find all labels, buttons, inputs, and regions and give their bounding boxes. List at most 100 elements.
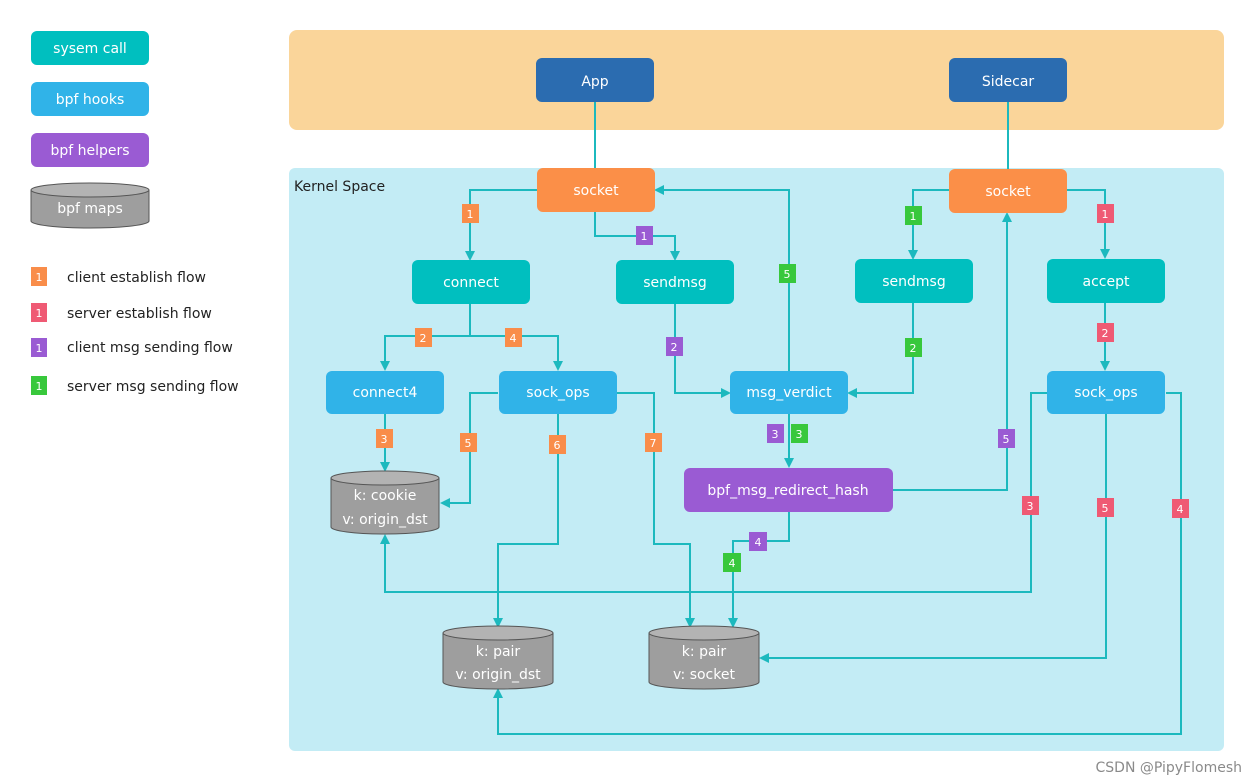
legend-flow-client-establish-badge: [31, 267, 47, 286]
legend-flow-client-establish-label: client establish flow: [67, 270, 206, 286]
app-socket-label: socket: [573, 183, 619, 199]
edge-serversockops-pairdst: [493, 392, 1182, 735]
connect4-box: [326, 371, 444, 414]
bpf-msg-redirect-hash-box: [684, 468, 893, 512]
legend-flow-server-msg-label: server msg sending flow: [67, 379, 239, 395]
legend-flow-server-msg-badge: [31, 376, 47, 395]
edge-sidecarsocket-sendmsg: [908, 189, 950, 260]
edge-serversockops-pairsocket: [759, 414, 1107, 663]
legend-hook-swatch: [31, 82, 149, 116]
connect-box: [412, 260, 530, 304]
edge-sockops-pairsocket: [617, 392, 695, 628]
client-sockops-label: sock_ops: [526, 385, 589, 401]
edge-connect-sockops: [470, 335, 563, 371]
edge-sendmsg-verdict: [674, 304, 731, 398]
client-sendmsg-box: [616, 260, 734, 304]
badge-server-msg-5: 5: [784, 268, 791, 281]
badge-server-msg-3: 3: [796, 428, 803, 441]
sidecar-label: Sidecar: [982, 74, 1035, 90]
kernel-space-region: [289, 168, 1224, 751]
user-space-region: [289, 30, 1224, 130]
map-pair-dst: k: pair v: origin_dst: [442, 625, 554, 690]
badge-client-msg-5: 5: [1003, 433, 1010, 446]
legend-flow-client-msg-num: 1: [36, 342, 43, 355]
badge-client-establish-4: 4: [510, 332, 517, 345]
legend-flows: 1 client establish flow 1 server establi…: [31, 267, 239, 395]
sidecar-socket-box: [949, 169, 1067, 213]
legend-syscall-label: sysem call: [53, 41, 127, 57]
map-pair-dst-value: v: origin_dst: [455, 667, 541, 683]
legend-helper-swatch: [31, 133, 149, 167]
badge-client-establish-3: 3: [381, 433, 388, 446]
badge-server-msg-1: 1: [910, 210, 917, 223]
legend-map-label: bpf maps: [57, 201, 123, 217]
sidecar-box: [949, 58, 1067, 102]
badge-client-msg-2: 2: [671, 341, 678, 354]
connect4-label: connect4: [353, 385, 418, 401]
edge-sockops-pairdst: [493, 414, 559, 628]
badge-client-establish-7: 7: [650, 437, 657, 450]
badge-client-establish-6: 6: [554, 439, 561, 452]
edge-socket-connect: [465, 189, 537, 261]
step-badges: 1 2 4 3 5 6 7 1 2 3 5 4 1 2 3 5 4 1 2 3 …: [376, 204, 1189, 572]
legend-helper-label: bpf helpers: [50, 143, 129, 159]
legend-flow-server-msg-num: 1: [36, 380, 43, 393]
badge-client-establish-5: 5: [465, 437, 472, 450]
legend-flow-server-establish-num: 1: [36, 307, 43, 320]
badge-client-establish-1: 1: [467, 208, 474, 221]
map-cookie-value: v: origin_dst: [342, 512, 428, 528]
legend-map-swatch: [30, 182, 150, 229]
badge-server-msg-4: 4: [729, 557, 736, 570]
legend-flow-client-msg-label: client msg sending flow: [67, 340, 233, 356]
edge-socket-sendmsg: [594, 212, 680, 261]
map-pair-socket-value: v: socket: [673, 667, 735, 683]
server-sockops-box: [1047, 371, 1165, 414]
legend-flow-client-msg-badge: [31, 338, 47, 357]
badge-client-msg-4: 4: [755, 536, 762, 549]
legend-hook-label: bpf hooks: [56, 92, 125, 108]
legend-types: sysem call bpf hooks bpf helpers bpf map…: [30, 31, 150, 229]
app-socket-box: [537, 168, 655, 212]
server-sockops-label: sock_ops: [1074, 385, 1137, 401]
legend-flow-client-establish-num: 1: [36, 271, 43, 284]
app-box: [536, 58, 654, 102]
map-pair-socket: k: pair v: socket: [648, 625, 760, 690]
legend-flow-server-establish-label: server establish flow: [67, 306, 212, 322]
edge-sidecarsocket-accept: [1066, 189, 1110, 259]
connect-label: connect: [443, 275, 499, 291]
badge-server-establish-1: 1: [1102, 208, 1109, 221]
client-sockops-box: [499, 371, 617, 414]
badge-server-establish-3: 3: [1027, 500, 1034, 513]
msg-verdict-box: [730, 371, 848, 414]
map-pair-dst-key: k: pair: [476, 644, 521, 660]
accept-box: [1047, 259, 1165, 303]
app-label: App: [581, 74, 608, 90]
edge-serversendmsg-verdict: [847, 303, 914, 398]
badge-server-establish-2: 2: [1102, 327, 1109, 340]
edge-redirect-sidecarsocket: [893, 212, 1012, 491]
connectors: [380, 102, 1182, 735]
legend-syscall-swatch: [31, 31, 149, 65]
badge-server-establish-5: 5: [1102, 502, 1109, 515]
badge-client-msg-1: 1: [641, 230, 648, 243]
sidecar-socket-label: socket: [985, 184, 1031, 200]
badge-server-establish-4: 4: [1177, 503, 1184, 516]
server-sendmsg-label: sendmsg: [882, 274, 946, 290]
badge-client-msg-3: 3: [772, 428, 779, 441]
map-cookie: k: cookie v: origin_dst: [330, 470, 440, 535]
kernel-space-title: Kernel Space: [294, 179, 385, 195]
msg-verdict-label: msg_verdict: [746, 385, 832, 401]
bpf-msg-redirect-hash-label: bpf_msg_redirect_hash: [707, 483, 868, 499]
map-pair-socket-key: k: pair: [682, 644, 727, 660]
boxes: App Sidecar socket socket connect sendms…: [326, 58, 1165, 512]
edge-verdict-socket: [654, 185, 790, 371]
watermark: CSDN @PipyFlomesh: [1095, 760, 1243, 776]
client-sendmsg-label: sendmsg: [643, 275, 707, 291]
legend-flow-server-establish-badge: [31, 303, 47, 322]
badge-server-msg-2: 2: [910, 342, 917, 355]
server-sendmsg-box: [855, 259, 973, 303]
accept-label: accept: [1083, 274, 1130, 290]
badge-client-establish-2: 2: [420, 332, 427, 345]
